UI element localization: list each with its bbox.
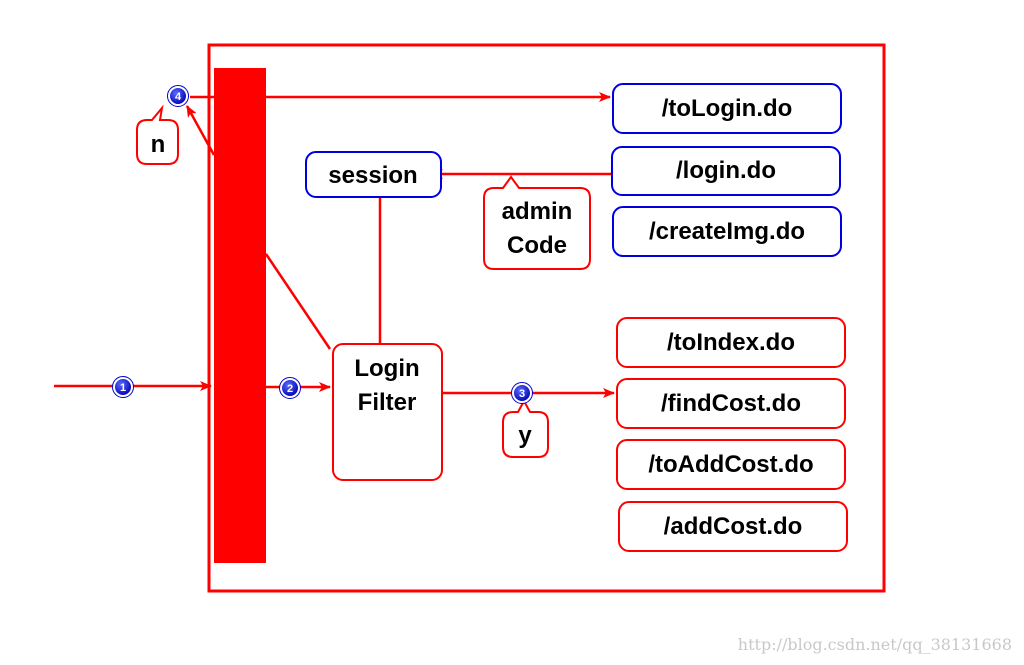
box-login-filter-line1: Login bbox=[354, 355, 419, 382]
step-badge-2-label: 2 bbox=[287, 383, 293, 395]
box-toaddcost-label: /toAddCost.do bbox=[648, 451, 813, 478]
box-createimg: /createImg.do bbox=[612, 206, 842, 257]
box-findcost: /findCost.do bbox=[616, 378, 846, 429]
callout-admin-code: admin Code bbox=[483, 175, 591, 270]
step-badge-1: 1 bbox=[112, 376, 134, 398]
step-badge-3-label: 3 bbox=[519, 388, 525, 400]
box-toaddcost: /toAddCost.do bbox=[616, 439, 846, 490]
box-tologin: /toLogin.do bbox=[612, 83, 842, 134]
step-badge-3: 3 bbox=[511, 382, 533, 404]
callout-yes: y bbox=[502, 398, 549, 458]
step-badge-4: 4 bbox=[167, 85, 189, 107]
callout-no: n bbox=[136, 104, 179, 165]
box-addcost-label: /addCost.do bbox=[664, 513, 803, 540]
box-login-label: /login.do bbox=[676, 157, 776, 184]
container-frame bbox=[207, 43, 886, 593]
callout-yes-label: y bbox=[518, 422, 532, 449]
callout-admin-code-line2: Code bbox=[507, 232, 567, 259]
box-toindex: /toIndex.do bbox=[616, 317, 846, 368]
callout-admin-code-line1: admin bbox=[502, 198, 573, 225]
box-findcost-label: /findCost.do bbox=[661, 390, 801, 417]
box-tologin-label: /toLogin.do bbox=[662, 95, 793, 122]
step-badge-4-label: 4 bbox=[175, 91, 182, 103]
box-toindex-label: /toIndex.do bbox=[667, 329, 795, 356]
box-addcost: /addCost.do bbox=[618, 501, 848, 552]
step-badge-2: 2 bbox=[279, 377, 301, 399]
line-filter-to-bar bbox=[264, 253, 332, 350]
callout-no-label: n bbox=[151, 131, 166, 158]
box-createimg-label: /createImg.do bbox=[649, 218, 805, 245]
box-login-filter: Login Filter bbox=[332, 343, 443, 481]
step-badge-1-label: 1 bbox=[120, 382, 126, 394]
watermark: http://blog.csdn.net/qq_38131668 bbox=[738, 635, 1012, 654]
arrow-bar-to-badge4 bbox=[185, 105, 216, 156]
box-login: /login.do bbox=[611, 146, 841, 196]
box-session-label: session bbox=[328, 162, 417, 189]
box-session: session bbox=[305, 151, 442, 198]
box-login-filter-line2: Filter bbox=[358, 389, 417, 416]
filter-bar bbox=[214, 68, 266, 563]
